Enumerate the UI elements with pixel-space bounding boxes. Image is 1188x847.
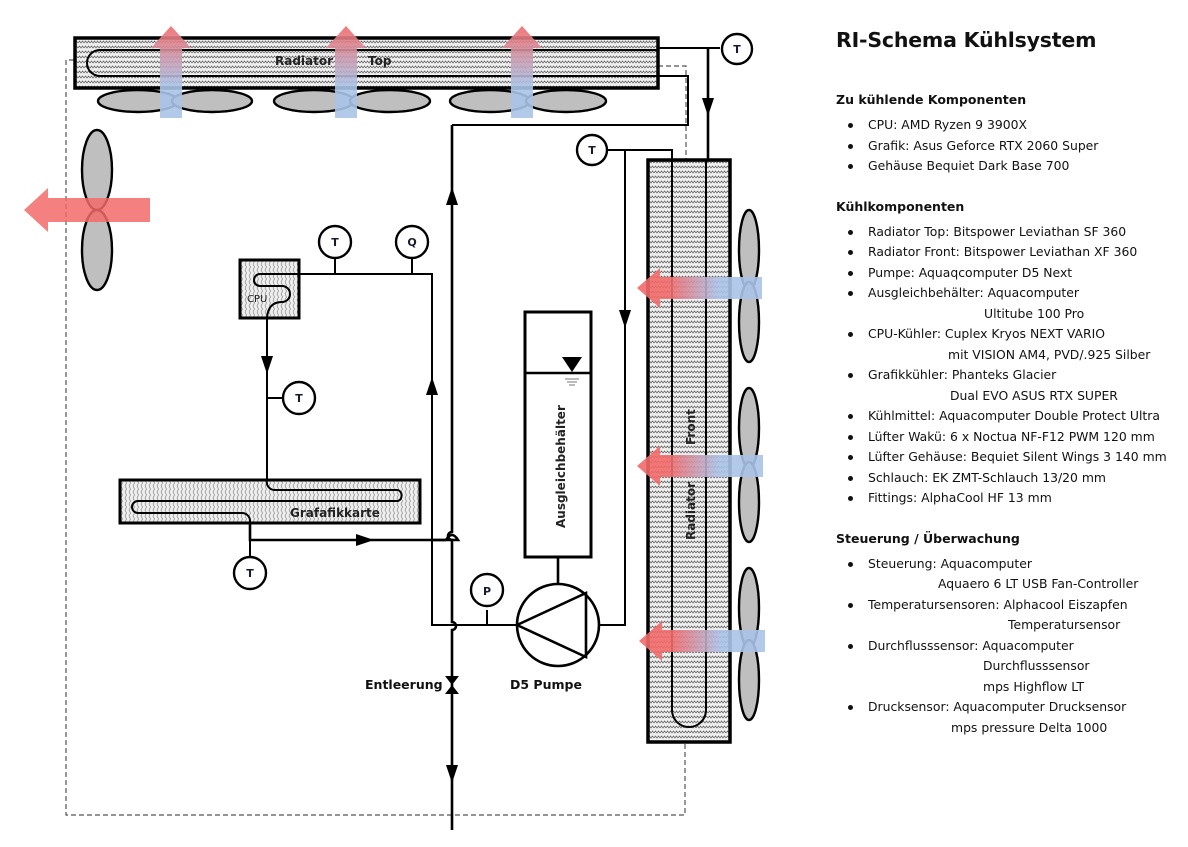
case-boundary-top <box>658 65 687 160</box>
svg-text:P: P <box>483 585 491 598</box>
legend-item-continuation: mps pressure Delta 1000 <box>951 719 1108 735</box>
legend-item: CPU: AMD Ryzen 9 3900X <box>846 115 1186 136</box>
legend-section-heading: Kühlkomponenten <box>836 198 965 214</box>
svg-text:Grafafikkarte: Grafafikkarte <box>290 506 380 520</box>
legend-item: Grafik: Asus Geforce RTX 2060 Super <box>846 136 1186 157</box>
legend-item-text: Pumpe: Aquaqcomputer D5 Next <box>868 264 1073 280</box>
legend-item: Drucksensor: Aquacomputer Drucksensor mps… <box>846 697 1186 738</box>
svg-text:T: T <box>331 236 339 249</box>
case-boundary <box>65 59 686 816</box>
radiator-top-label-1: Radiator <box>275 54 333 68</box>
legend-section-heading: Zu kühlende Komponenten <box>836 92 1027 107</box>
svg-text:CPU: CPU <box>247 294 267 305</box>
legend-section-heading: Steuerung / Überwachung <box>836 530 1020 546</box>
legend-item-text: Gehäuse Bequiet Dark Base 700 <box>868 158 1070 173</box>
legend-item: Radiator Front: Bitspower Leviathan XF 3… <box>846 242 1186 263</box>
temp-sensor-cpu-outlet: T <box>317 224 353 260</box>
svg-text:T: T <box>295 392 303 405</box>
legend-item-text: Steuerung: Aquacomputer <box>868 555 1032 571</box>
legend-item: Lüfter Wakü: 6 x Noctua NF-F12 PWM 120 m… <box>846 427 1186 448</box>
temp-sensor-gpu-outlet: T <box>232 555 268 591</box>
temp-sensor-front-inlet: T <box>575 133 609 167</box>
temp-sensor-top-outlet: T <box>720 32 754 66</box>
pump-label: D5 Pumpe <box>510 677 582 692</box>
legend-item-continuation: Ultitube 100 Pro <box>984 305 1085 321</box>
legend-item-text: Durchflusssensor: Aquacomputer <box>868 637 1074 653</box>
radiator-top-label-2: Top <box>368 54 392 68</box>
legend-item-text: Ausgleichbehälter: Aquacomputer <box>868 285 1079 300</box>
legend-item: Schlauch: EK ZMT-Schlauch 13/20 mm <box>846 468 1186 489</box>
legend-item-text: Drucksensor: Aquacomputer Drucksensor <box>868 699 1127 714</box>
airflow-up-arrows <box>151 26 542 118</box>
cpu-block: CPU <box>238 258 301 320</box>
legend-item: Gehäuse Bequiet Dark Base 700 <box>846 156 1186 177</box>
legend-item-text: Kühlmittel: Aquacomputer Double Protect … <box>868 408 1160 423</box>
legend-item-text: Grafik: Asus Geforce RTX 2060 Super <box>868 137 1099 153</box>
legend-item-continuation: mit VISION AM4, PVD/.925 Silber <box>948 346 1151 362</box>
legend-item-text: Lüfter Wakü: 6 x Noctua NF-F12 PWM 120 m… <box>868 428 1155 444</box>
drain-label: Entleerung <box>365 677 443 692</box>
svg-text:Ausgleichbehälter: Ausgleichbehälter <box>554 405 568 528</box>
legend-item-continuation: Temperatursensor <box>1008 617 1121 632</box>
pump: D5 Pumpe <box>510 582 601 692</box>
legend-item: CPU-Kühler: Cuplex Kryos NEXT VARIO mit V… <box>846 324 1186 365</box>
page-title: RI-Schema Kühlsystem <box>836 28 1097 52</box>
radiator-front-label-1: Radiator <box>684 482 698 540</box>
legend-item-text: Grafikkühler: Phanteks Glacier <box>868 367 1057 382</box>
drain-valve: Entleerung <box>365 676 459 694</box>
front-fans <box>737 208 761 722</box>
svg-text:T: T <box>733 43 741 56</box>
legend-item: Pumpe: Aquaqcomputer D5 Next <box>846 263 1186 284</box>
legend-item-text: CPU-Kühler: Cuplex Kryos NEXT VARIO <box>868 326 1105 341</box>
legend-item-text: CPU: AMD Ryzen 9 3900X <box>868 117 1027 132</box>
legend-item: Radiator Top: Bitspower Leviathan SF 360 <box>846 222 1186 243</box>
reservoir: Ausgleichbehälter <box>523 310 593 559</box>
flow-sensor: Q <box>394 224 430 260</box>
case-fan <box>24 128 150 292</box>
legend-item: Lüfter Gehäuse: Bequiet Silent Wings 3 1… <box>846 447 1186 468</box>
legend-item: Fittings: AlphaCool HF 13 mm <box>846 488 1186 509</box>
legend-item-text: Schlauch: EK ZMT-Schlauch 13/20 mm <box>868 469 1106 485</box>
svg-text:Q: Q <box>407 236 416 249</box>
legend-item-continuation: mps Highflow LT <box>983 678 1085 694</box>
legend-list: CPU: AMD Ryzen 9 3900X Grafik: Asus Gefor… <box>836 115 1186 177</box>
legend-item-continuation: Durchflusssensor <box>983 658 1090 673</box>
svg-text:T: T <box>588 144 596 157</box>
legend-item-text: Fittings: AlphaCool HF 13 mm <box>868 490 1052 505</box>
temp-sensor-cpu-gpu: T <box>281 380 317 416</box>
legend-item-text: Lüfter Gehäuse: Bequiet Silent Wings 3 1… <box>868 449 1167 464</box>
gpu-block: Grafafikkarte <box>118 478 422 525</box>
legend-item-continuation: Aquaero 6 LT USB Fan-Controller <box>938 576 1139 591</box>
legend-item-text: Radiator Top: Bitspower Leviathan SF 360 <box>868 223 1127 239</box>
legend-item-text: Radiator Front: Bitspower Leviathan XF 3… <box>868 244 1138 259</box>
airflow-left-arrows <box>637 268 765 661</box>
legend-list: Radiator Top: Bitspower Leviathan SF 360… <box>836 222 1186 509</box>
svg-text:T: T <box>246 567 254 580</box>
case-exhaust-arrow <box>24 188 150 232</box>
legend-item-text: Temperatursensoren: Alphacool Eiszapfen <box>868 596 1128 612</box>
legend-item-continuation: Dual EVO ASUS RTX SUPER <box>950 387 1118 403</box>
top-fans <box>96 88 608 114</box>
pressure-sensor: P <box>469 572 505 608</box>
legend-panel: RI-Schema Kühlsystem Zu kühlende Kompone… <box>836 28 1186 760</box>
legend-item: Kühlmittel: Aquacomputer Double Protect … <box>846 406 1186 427</box>
radiator-front-label-2: Front <box>684 409 698 445</box>
